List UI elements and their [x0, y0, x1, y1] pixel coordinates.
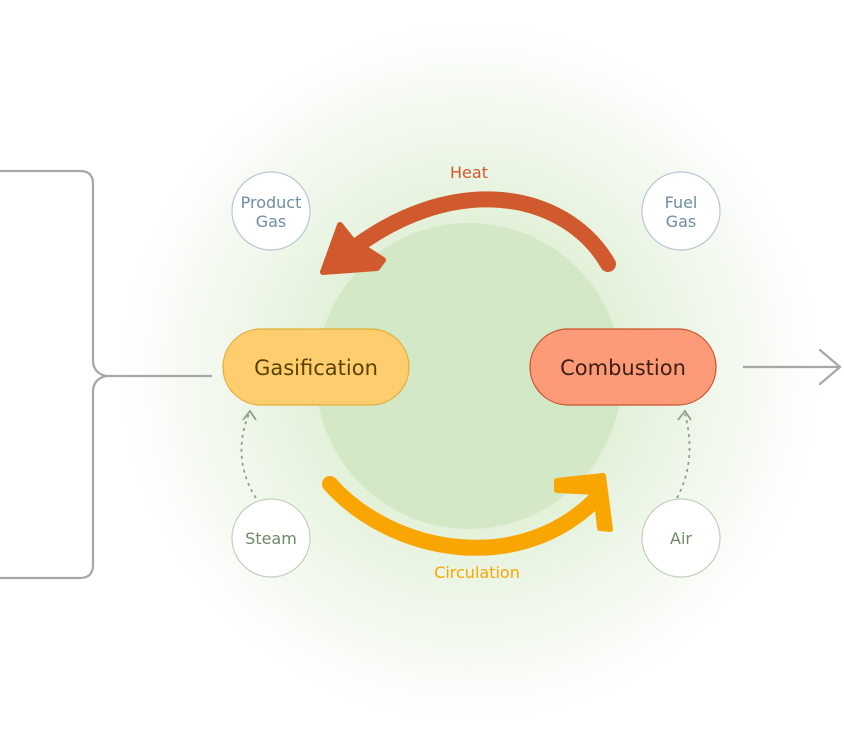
- heat-label: Heat: [450, 163, 488, 182]
- product-gas-label-line2: Gas: [256, 212, 287, 231]
- steam-label: Steam: [245, 529, 297, 548]
- combustion-node: Combustion: [529, 328, 717, 406]
- steam-node: Steam: [231, 498, 311, 578]
- air-label: Air: [670, 529, 692, 548]
- product-gas-node: Product Gas: [231, 171, 311, 251]
- fuel-gas-label-line1: Fuel: [665, 193, 698, 212]
- fuel-gas-node: Fuel Gas: [641, 171, 721, 251]
- output-arrow: [743, 348, 842, 386]
- product-gas-label-line1: Product: [241, 193, 302, 212]
- gasification-label: Gasification: [254, 356, 378, 380]
- inner-circle: [316, 223, 622, 529]
- steam-to-gasification-dotted-arrow: [240, 409, 257, 499]
- circulation-arrow: [322, 473, 613, 556]
- circulation-label: Circulation: [434, 563, 520, 582]
- heat-arrow: [320, 191, 616, 275]
- air-to-combustion-dotted-arrow: [676, 409, 692, 499]
- left-bracket: [0, 169, 107, 580]
- gasification-node: Gasification: [222, 328, 410, 406]
- combustion-label: Combustion: [560, 356, 686, 380]
- fuel-gas-label-line2: Gas: [666, 212, 697, 231]
- air-node: Air: [641, 498, 721, 578]
